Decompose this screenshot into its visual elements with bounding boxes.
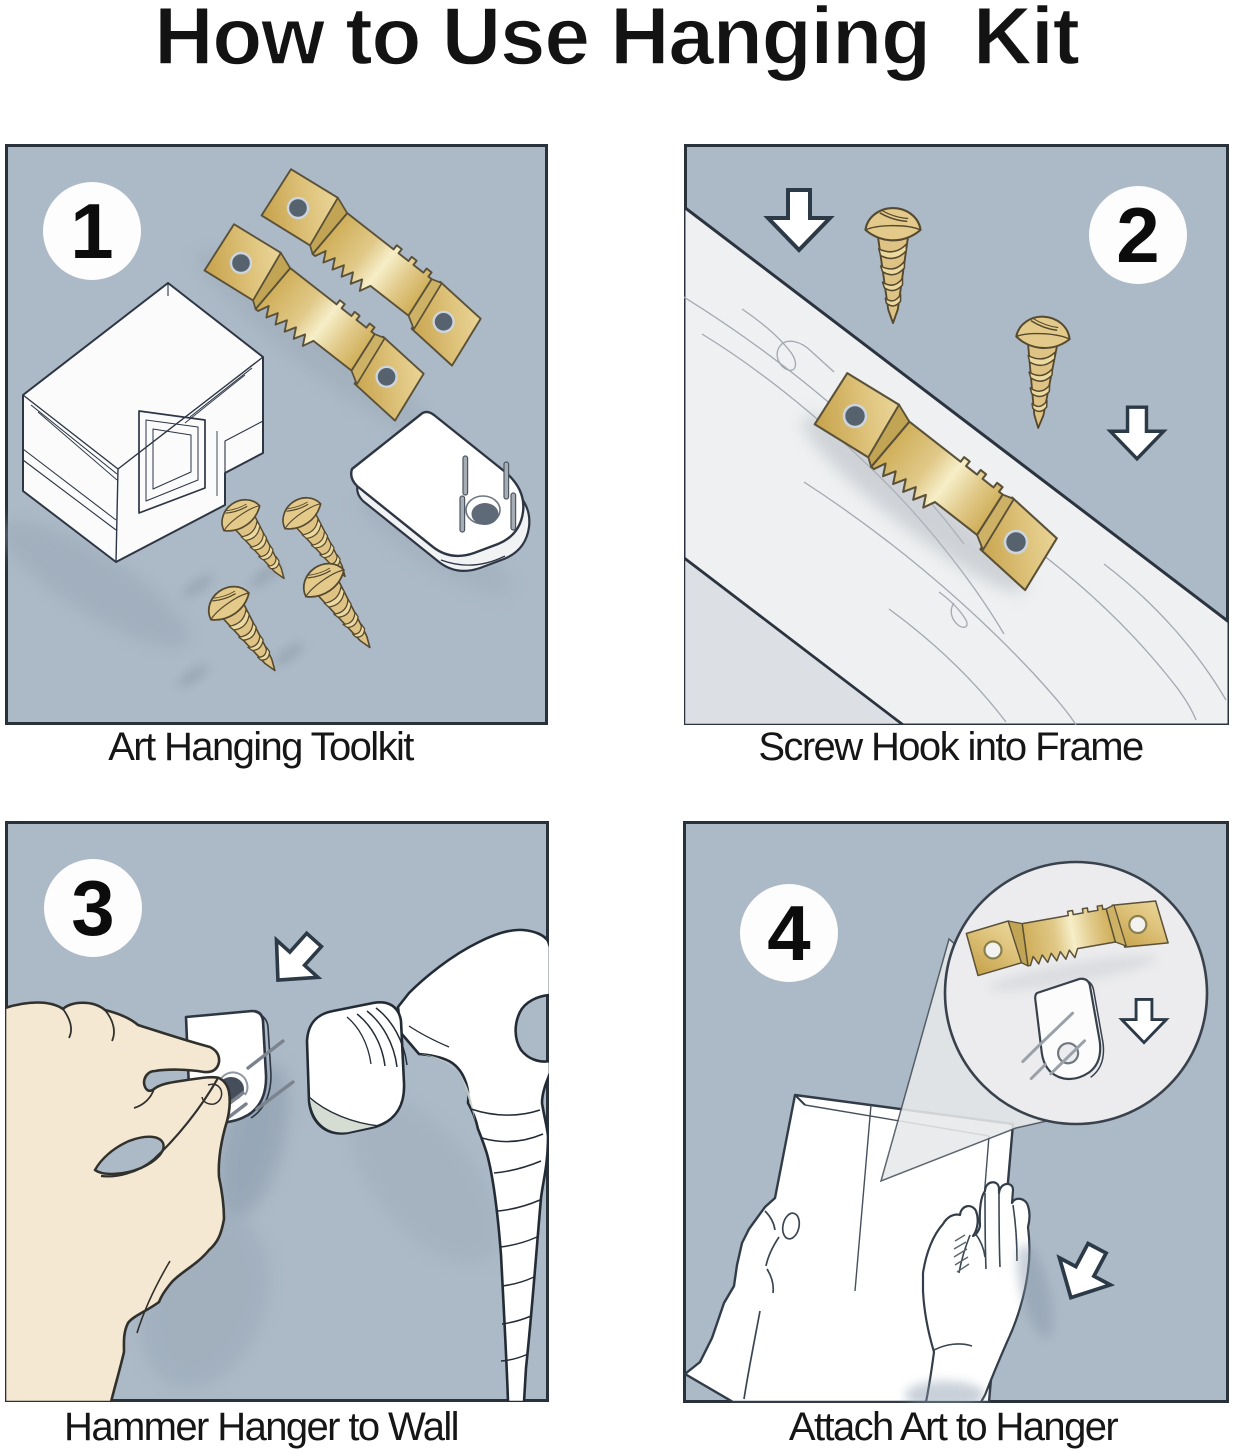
- svg-text:3: 3: [71, 864, 114, 952]
- svg-text:4: 4: [767, 889, 810, 977]
- svg-text:2: 2: [1116, 191, 1159, 279]
- svg-text:1: 1: [70, 187, 113, 275]
